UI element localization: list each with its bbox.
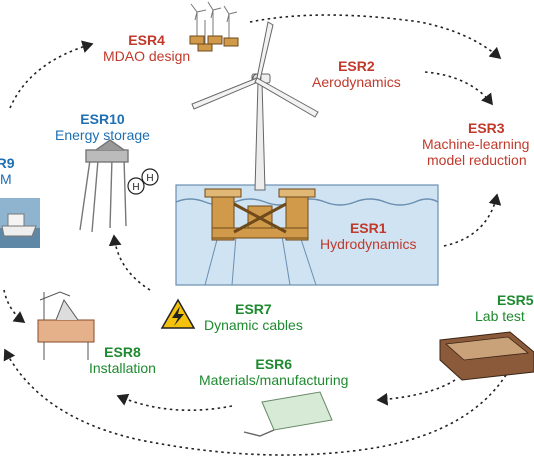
esr3-code: ESR3: [468, 120, 505, 136]
floating-wind-turbine-illustration: [175, 21, 439, 286]
esr7-code: ESR7: [235, 301, 272, 317]
esr6-name: Materials/manufacturing: [199, 372, 349, 388]
esr8-name: Installation: [89, 360, 156, 376]
esr2-node: ESR2 Aerodynamics: [312, 58, 401, 90]
lab-test-tank-illustration: [439, 331, 534, 381]
arrow-top-loop: [249, 14, 502, 60]
esr8-code: ESR8: [104, 344, 141, 360]
energy-storage-structure: [79, 139, 129, 233]
esr6-node: ESR6 Materials/manufacturing: [199, 356, 348, 388]
esr5-code: ESR5: [497, 292, 534, 308]
esr9-name: M: [0, 171, 12, 187]
installation-vessel-illustration: [37, 291, 95, 360]
esr4-code: ESR4: [128, 32, 165, 48]
esr5-name: Lab test: [475, 308, 525, 324]
esr3-node: ESR3 Machine-learning model reduction: [422, 120, 529, 168]
esr7-node: ESR7 Dynamic cables: [204, 301, 303, 333]
rotor-blades: [191, 21, 319, 118]
semi-sub-platform: [204, 188, 316, 241]
vessel-photo: [0, 198, 40, 248]
esr4-name: MDAO design: [103, 48, 191, 64]
turbine-farm-icon: [189, 1, 239, 52]
high-voltage-warning-icon: [160, 298, 196, 329]
arrow-esr7-to-esr10: [108, 234, 151, 291]
esr3-name-line1: Machine-learning: [422, 136, 530, 152]
esr10-name: Energy storage: [55, 127, 150, 143]
svg-text:H: H: [146, 173, 153, 184]
esr1-code: ESR1: [349, 220, 387, 236]
turbine-tower: [254, 81, 266, 191]
hydrogen-molecule-icon: H H: [127, 168, 159, 195]
arrow-esr6-to-esr8: [116, 393, 233, 412]
esr4-node: ESR4 MDAO design: [103, 32, 190, 64]
esr9-node: ESR9 M: [0, 155, 15, 187]
esr6-code: ESR6: [255, 356, 292, 372]
esr2-name: Aerodynamics: [312, 74, 401, 90]
esr8-node: ESR8 Installation: [89, 344, 156, 376]
esr10-code: ESR10: [80, 111, 125, 127]
esr1-node: ESR1 Hydrodynamics: [320, 220, 416, 252]
esr7-name: Dynamic cables: [204, 317, 303, 333]
esr5-node: ESR5 Lab test: [475, 292, 534, 324]
esr10-node: ESR10 Energy storage: [55, 111, 150, 143]
arrow-esr4-to-top: [9, 40, 94, 109]
arrow-esr2-to-esr3: [424, 71, 493, 106]
svg-text:H: H: [132, 182, 139, 193]
arrow-bottom-loop: [3, 348, 507, 456]
materials-sample-illustration: [243, 391, 333, 437]
arrow-esr5-to-esr6: [376, 379, 456, 406]
esr9-code: ESR9: [0, 155, 15, 171]
esr3-name-line2: model reduction: [427, 152, 527, 168]
arrow-esr9-to-esr8: [3, 289, 26, 323]
esr1-name: Hydrodynamics: [320, 236, 417, 252]
esr2-code: ESR2: [338, 58, 375, 74]
